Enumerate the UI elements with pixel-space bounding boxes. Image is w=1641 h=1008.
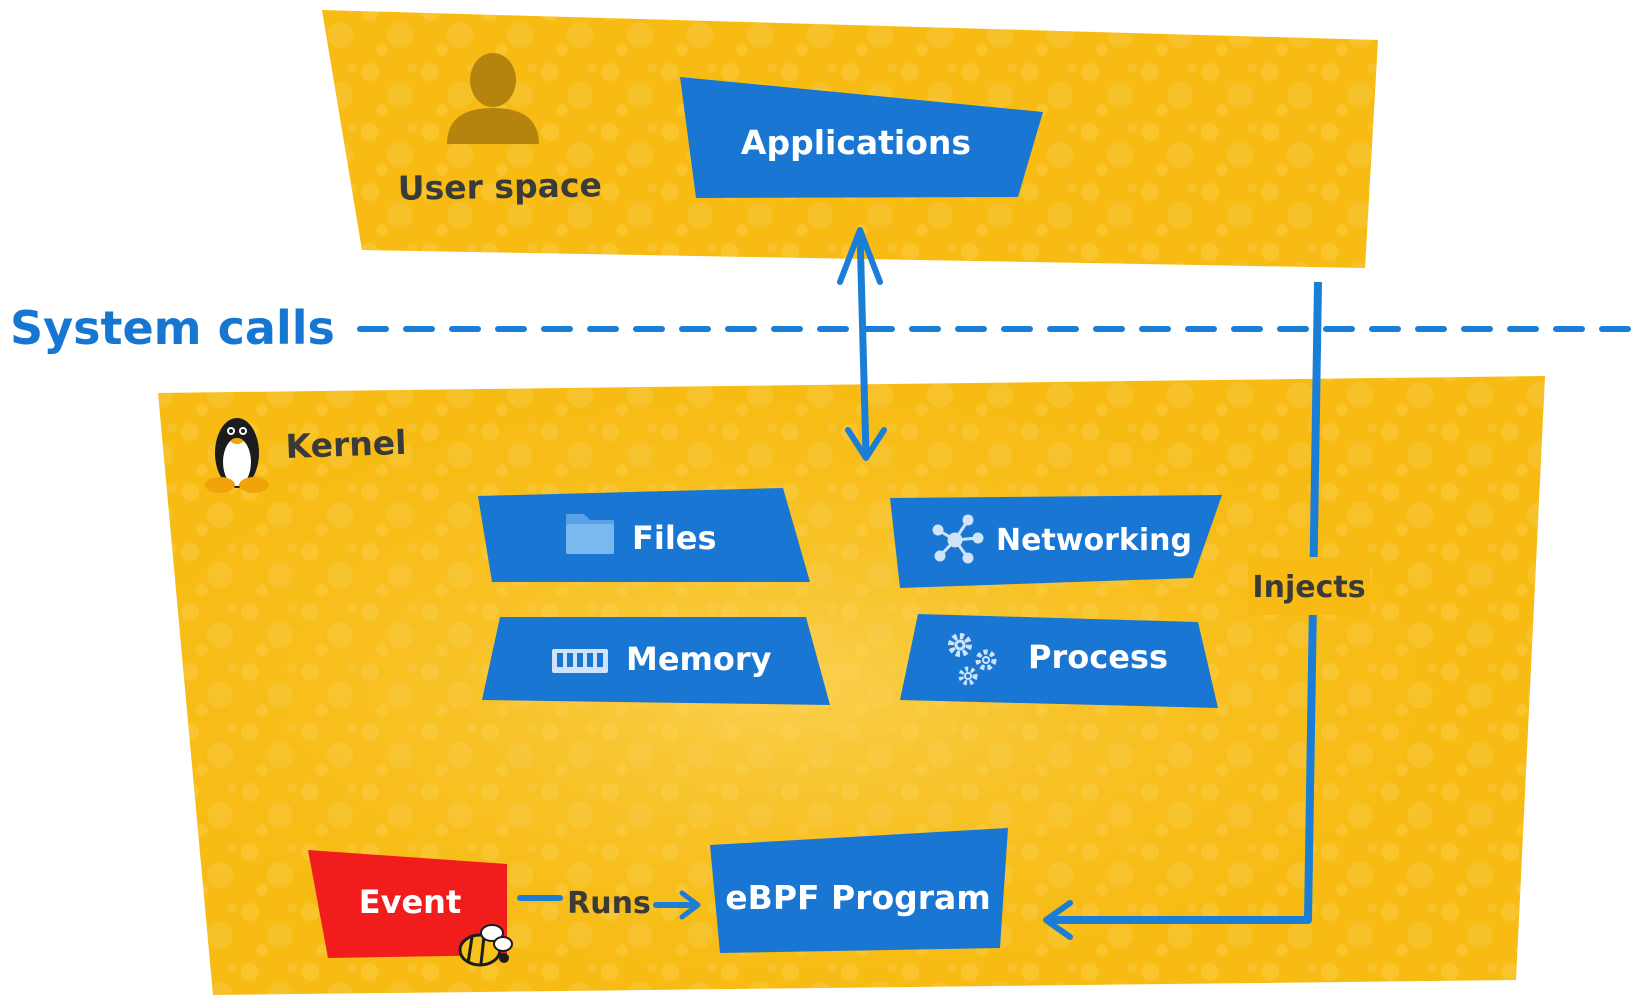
subsystem-networking-label: Networking — [996, 523, 1192, 558]
applications-box[interactable]: Applications — [680, 77, 1043, 198]
memory-chip-icon — [552, 649, 608, 673]
bee-icon — [458, 924, 513, 967]
network-icon — [932, 514, 984, 564]
runs-arrow — [517, 890, 701, 920]
injects-arrow — [1043, 281, 1370, 940]
syscall-double-arrow — [837, 227, 887, 461]
applications-label: Applications — [741, 123, 971, 162]
subsystem-memory[interactable]: Memory — [482, 617, 830, 705]
folder-icon — [566, 514, 614, 554]
user-space-label: User space — [397, 165, 602, 208]
kernel-label: Kernel — [285, 423, 407, 466]
gears-icon — [948, 633, 997, 686]
user-icon — [447, 53, 539, 144]
subsystem-process[interactable]: Process — [900, 614, 1218, 708]
system-calls-label: System calls — [10, 301, 335, 355]
event-label: Event — [359, 883, 462, 921]
injects-label: Injects — [1252, 570, 1365, 605]
subsystem-networking[interactable]: Networking — [890, 495, 1222, 588]
subsystem-process-label: Process — [1028, 638, 1168, 676]
event-box[interactable]: Event — [308, 850, 507, 958]
subsystem-files[interactable]: Files — [478, 488, 810, 582]
ebpf-program-box[interactable]: eBPF Program — [710, 828, 1008, 953]
runs-label: Runs — [567, 886, 651, 921]
linux-penguin-icon — [205, 418, 269, 493]
ebpf-program-label: eBPF Program — [725, 878, 990, 917]
subsystem-memory-label: Memory — [626, 640, 772, 678]
subsystem-files-label: Files — [632, 519, 717, 557]
